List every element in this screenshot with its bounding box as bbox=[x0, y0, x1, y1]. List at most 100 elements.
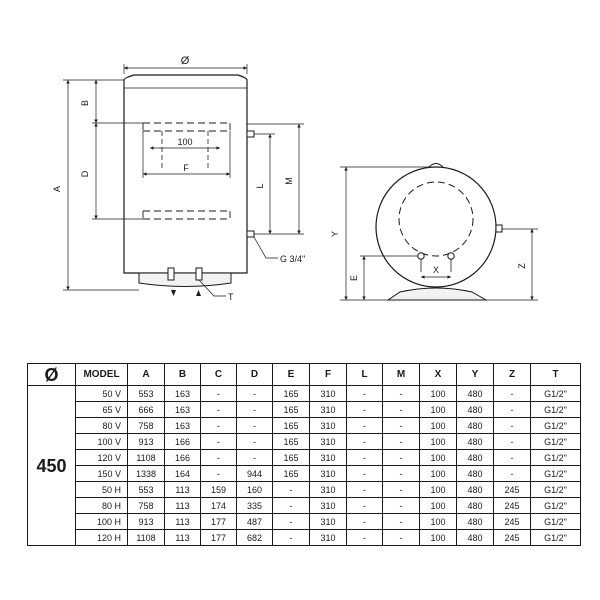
column-header: Y bbox=[456, 363, 494, 386]
table-cell: 480 bbox=[456, 513, 494, 530]
table-cell: 480 bbox=[456, 433, 494, 450]
table-cell: 174 bbox=[200, 497, 237, 514]
table-cell: - bbox=[200, 433, 237, 450]
column-header: A bbox=[127, 363, 165, 386]
model-cell: 80 V bbox=[75, 417, 128, 434]
side-view bbox=[340, 163, 538, 301]
table-cell: 164 bbox=[164, 465, 201, 482]
table-cell: 165 bbox=[272, 449, 310, 466]
table-cell: - bbox=[346, 433, 383, 450]
table-cell: 163 bbox=[164, 385, 201, 402]
table-cell: G1/2" bbox=[530, 449, 581, 466]
table-cell: G1/2" bbox=[530, 401, 581, 418]
table-cell: - bbox=[272, 497, 310, 514]
table-cell: - bbox=[236, 449, 273, 466]
table-cell: 160 bbox=[236, 481, 273, 498]
table-cell: 335 bbox=[236, 497, 273, 514]
table-cell: - bbox=[200, 417, 237, 434]
label-a: A bbox=[52, 186, 62, 192]
table-cell: - bbox=[200, 449, 237, 466]
table-cell: 310 bbox=[309, 449, 347, 466]
label-diameter: Ø bbox=[181, 55, 190, 67]
table-cell: - bbox=[493, 465, 531, 482]
table-cell: 100 bbox=[419, 497, 457, 514]
table-cell: 165 bbox=[272, 465, 310, 482]
table-cell: 113 bbox=[164, 481, 201, 498]
table-cell: - bbox=[382, 385, 420, 402]
label-t: T bbox=[228, 292, 234, 302]
table-cell: - bbox=[346, 481, 383, 498]
table-cell: 666 bbox=[127, 401, 165, 418]
upper-heater-element bbox=[142, 122, 231, 132]
table-cell: 1338 bbox=[127, 465, 165, 482]
tank-outline bbox=[123, 74, 248, 274]
table-cell: 159 bbox=[200, 481, 237, 498]
column-header: C bbox=[200, 363, 237, 386]
wall-bracket bbox=[386, 287, 488, 301]
model-cell: 100 V bbox=[75, 433, 128, 450]
table-cell: 480 bbox=[456, 417, 494, 434]
table-cell: 480 bbox=[456, 481, 494, 498]
table-cell: - bbox=[382, 497, 420, 514]
technical-drawing: Ø A B D 100 F L M G 3/4" T Y E X bbox=[52, 55, 538, 302]
label-f: F bbox=[183, 163, 189, 173]
model-cell: 150 V bbox=[75, 465, 128, 482]
table-cell: 310 bbox=[309, 385, 347, 402]
table-cell: 245 bbox=[493, 497, 531, 514]
table-cell: 245 bbox=[493, 481, 531, 498]
table-cell: 100 bbox=[419, 401, 457, 418]
table-cell: - bbox=[236, 417, 273, 434]
table-cell: 682 bbox=[236, 529, 273, 546]
table-cell: 310 bbox=[309, 513, 347, 530]
table-cell: 310 bbox=[309, 481, 347, 498]
table-cell: - bbox=[493, 417, 531, 434]
table-cell: 480 bbox=[456, 401, 494, 418]
table-cell: - bbox=[382, 433, 420, 450]
table-cell: - bbox=[236, 401, 273, 418]
lower-heater-element bbox=[142, 210, 231, 220]
label-l: L bbox=[255, 183, 265, 188]
table-cell: 113 bbox=[164, 513, 201, 530]
table-cell: 913 bbox=[127, 513, 165, 530]
table-cell: G1/2" bbox=[530, 481, 581, 498]
table-cell: 100 bbox=[419, 433, 457, 450]
bottom-cap bbox=[138, 272, 232, 287]
table-cell: 310 bbox=[309, 417, 347, 434]
table-cell: 166 bbox=[164, 449, 201, 466]
table-cell: - bbox=[346, 417, 383, 434]
table-cell: 758 bbox=[127, 417, 165, 434]
internal-tank-dashed bbox=[398, 181, 474, 257]
column-header: D bbox=[236, 363, 273, 386]
column-header: Z bbox=[493, 363, 531, 386]
model-cell: 65 V bbox=[75, 401, 128, 418]
table-cell: - bbox=[346, 497, 383, 514]
inlet-arrow-icon bbox=[196, 290, 201, 296]
table-cell: G1/2" bbox=[530, 513, 581, 530]
table-cell: 100 bbox=[419, 529, 457, 546]
table-cell: G1/2" bbox=[530, 417, 581, 434]
table-cell: G1/2" bbox=[530, 433, 581, 450]
column-header: F bbox=[309, 363, 347, 386]
table-cell: - bbox=[346, 529, 383, 546]
label-100: 100 bbox=[177, 137, 192, 147]
table-cell: 310 bbox=[309, 433, 347, 450]
table-cell: 163 bbox=[164, 417, 201, 434]
column-header: X bbox=[419, 363, 457, 386]
table-cell: 310 bbox=[309, 497, 347, 514]
table-cell: 163 bbox=[164, 401, 201, 418]
label-z: Z bbox=[517, 263, 527, 269]
label-d: D bbox=[80, 170, 90, 177]
table-cell: - bbox=[493, 433, 531, 450]
table-cell: 310 bbox=[309, 465, 347, 482]
table-cell: - bbox=[346, 401, 383, 418]
table-cell: 100 bbox=[419, 449, 457, 466]
table-cell: 1108 bbox=[127, 529, 165, 546]
table-cell: - bbox=[236, 385, 273, 402]
model-cell: 100 H bbox=[75, 513, 128, 530]
table-cell: - bbox=[382, 513, 420, 530]
table-cell: 245 bbox=[493, 513, 531, 530]
